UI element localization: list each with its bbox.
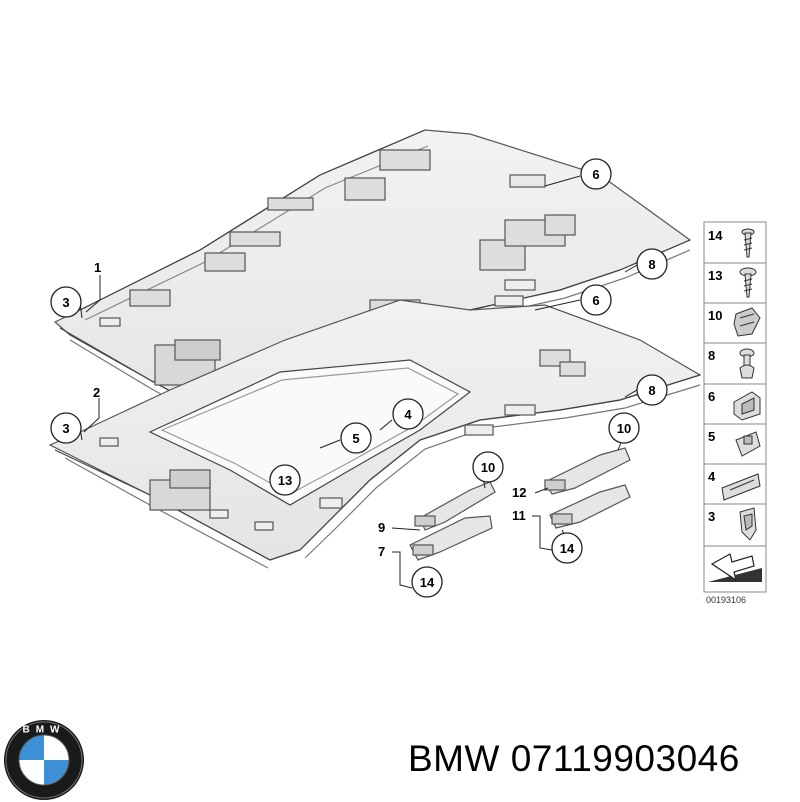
legend-label-3: 3 <box>708 509 715 524</box>
callout-1: 1 <box>94 260 101 275</box>
callout-14b: 14 <box>551 532 583 564</box>
callout-14a: 14 <box>411 566 443 598</box>
callout-3a-label: 3 <box>62 295 69 310</box>
callout-4-label: 4 <box>404 407 412 422</box>
callout-6a: 6 <box>580 158 612 190</box>
legend-label-5: 5 <box>708 429 715 444</box>
legend-label-6: 6 <box>708 389 715 404</box>
callout-3b-label: 3 <box>62 421 69 436</box>
callout-6a-label: 6 <box>592 167 599 182</box>
headliner-lower <box>48 299 702 569</box>
callout-2-label: 2 <box>93 385 100 400</box>
legend-label-10: 10 <box>708 308 722 323</box>
direction-arrow-icon <box>708 553 762 582</box>
callout-13: 13 <box>269 464 301 496</box>
callout-14a-label: 14 <box>420 575 435 590</box>
grab-handles <box>409 447 631 561</box>
callout-10a: 10 <box>472 451 504 483</box>
legend-label-14: 14 <box>708 228 723 243</box>
callout-10b: 10 <box>608 412 640 444</box>
callout-3a: 3 <box>50 286 82 318</box>
retainer-clip-icon <box>735 431 761 457</box>
spring-clip-icon <box>739 507 757 541</box>
bracket-icon <box>733 391 761 421</box>
callouts: 1 2 3 3 4 5 6 6 8 <box>50 158 668 598</box>
callout-8a: 8 <box>636 248 668 280</box>
adhesive-strip-icon <box>721 473 761 501</box>
part-number-caption: BMW 07119903046 <box>408 738 740 779</box>
callout-8b-label: 8 <box>648 383 655 398</box>
callout-12-label: 12 <box>512 485 526 500</box>
legend-label-13: 13 <box>708 268 722 283</box>
callout-14b-label: 14 <box>560 541 575 556</box>
callout-3b: 3 <box>50 412 82 444</box>
callout-6b: 6 <box>580 284 612 316</box>
push-rivet-icon <box>739 348 755 379</box>
clip-icon <box>733 307 761 337</box>
callout-4: 4 <box>392 398 424 430</box>
callout-2: 2 <box>93 385 100 400</box>
callout-5: 5 <box>340 422 372 454</box>
screw-icon <box>741 228 755 258</box>
callout-1-label: 1 <box>94 260 101 275</box>
callout-8b: 8 <box>636 374 668 406</box>
callout-6b-label: 6 <box>592 293 599 308</box>
flange-screw-icon <box>739 267 757 298</box>
fastener-legend: 14 13 10 8 6 5 4 3 <box>703 221 767 605</box>
callout-8a-label: 8 <box>648 257 655 272</box>
logo-letters: BMW <box>23 725 66 736</box>
callout-9-label: 9 <box>378 520 385 535</box>
callout-10b-label: 10 <box>617 421 631 436</box>
callout-5-label: 5 <box>352 431 359 446</box>
callout-13-label: 13 <box>278 473 292 488</box>
legend-label-8: 8 <box>708 348 715 363</box>
bmw-logo: BMW <box>4 720 84 800</box>
callout-11-label: 11 <box>512 508 526 523</box>
callout-10a-label: 10 <box>481 460 495 475</box>
legend-label-4: 4 <box>708 469 716 484</box>
callout-7-label: 7 <box>378 544 385 559</box>
headliner-upper <box>53 129 692 453</box>
diagram-code: 00193106 <box>706 595 746 605</box>
